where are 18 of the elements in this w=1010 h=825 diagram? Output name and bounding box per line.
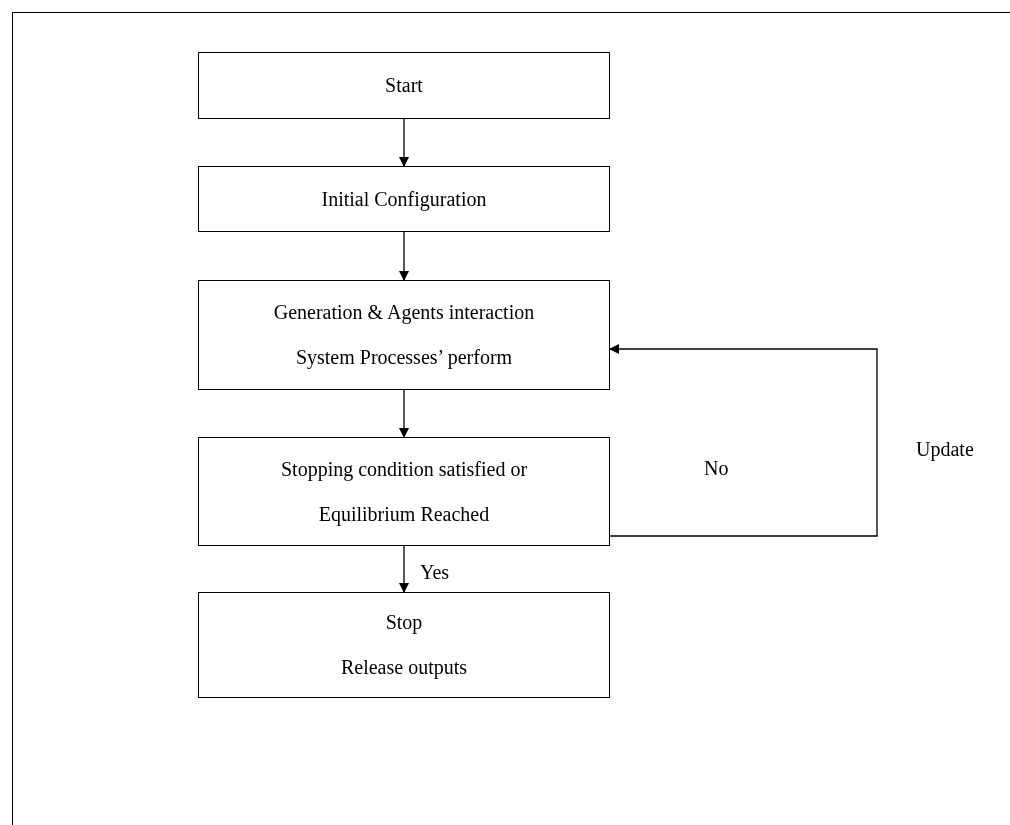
- arrow: [399, 231, 409, 281]
- process-box: [198, 166, 610, 232]
- box-text: Initial Configuration: [321, 186, 487, 212]
- box-text: Start: [385, 73, 423, 98]
- box-text: Release outputs: [340, 655, 468, 680]
- arrow: [609, 344, 878, 537]
- arrow: [399, 545, 409, 593]
- process-box: [198, 280, 610, 390]
- process-box: [198, 592, 610, 698]
- box-text: Equilibrium Reached: [318, 501, 490, 527]
- arrow: [399, 389, 409, 438]
- box-text: Stopping condition satisfied or: [280, 456, 528, 482]
- process-box: [198, 52, 610, 119]
- arrow: [399, 118, 409, 167]
- box-text: System Processes’ perform: [295, 345, 513, 370]
- box-text: Generation & Agents interaction: [273, 300, 535, 325]
- process-box: [198, 437, 610, 546]
- box-text: Stop: [385, 610, 423, 635]
